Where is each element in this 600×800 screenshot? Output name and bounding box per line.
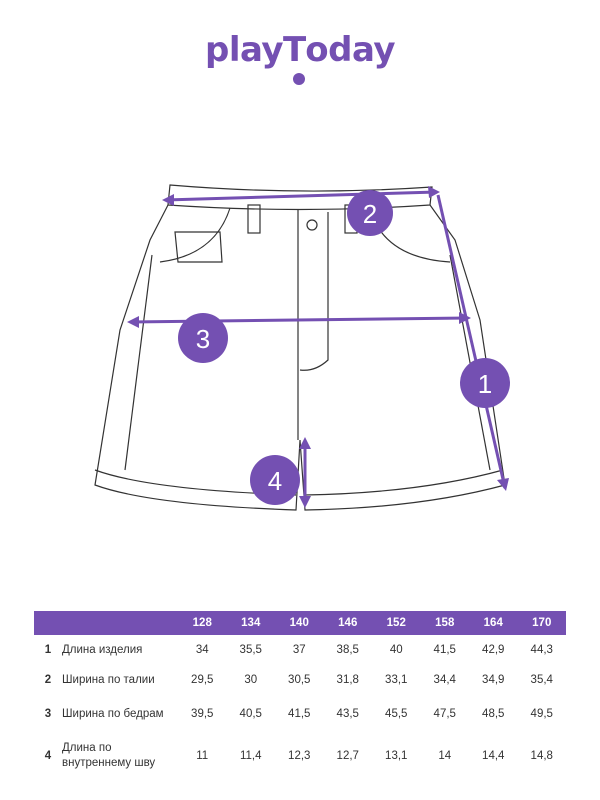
marker-label: 4 (268, 466, 282, 496)
measurement-label: Длина по внутреннему шву (62, 742, 156, 769)
row-number: 1 (44, 644, 52, 656)
measurement-value: 47,5 (433, 708, 456, 720)
measurement-value: 40,5 (239, 708, 262, 720)
table-row: 3 Ширина по бедрам 39,5 40,5 41,5 43,5 45,5 47,… (34, 695, 566, 733)
measurement-value: 48,5 (482, 708, 505, 720)
measurement-value: 34 (195, 644, 209, 656)
measurement-value: 41,5 (433, 644, 456, 656)
measurement-value: 33,1 (385, 674, 408, 686)
size-header: 164 (469, 611, 518, 635)
measurement-value: 14,8 (530, 750, 553, 762)
marker-label: 2 (363, 199, 377, 229)
shorts-outline (94, 184, 506, 511)
marker-2: 2 (347, 190, 393, 236)
measurement-value: 34,4 (433, 674, 456, 686)
measurement-value: 38,5 (336, 644, 359, 656)
marker-3: 3 (178, 313, 228, 363)
measurement-value: 35,5 (239, 644, 262, 656)
measurement-value: 45,5 (385, 708, 408, 720)
size-header: 134 (226, 611, 275, 635)
measurement-value: 12,7 (336, 750, 359, 762)
size-table: 128 134 140 146 152 158 164 170 1 Длина и… (34, 611, 566, 779)
measurement-value: 37 (292, 644, 306, 656)
measurement-value: 14,4 (482, 750, 505, 762)
brand-logo: playToday (204, 30, 396, 70)
table-row: 4 Длина по внутреннему шву 11 11,4 12,3 12,7 1… (34, 733, 566, 779)
row-number: 3 (44, 708, 52, 720)
measurement-value: 11 (196, 750, 209, 762)
measurement-value: 43,5 (336, 708, 359, 720)
measurement-label: Длина изделия (62, 643, 143, 656)
marker-4: 4 (250, 455, 300, 505)
measurement-value: 29,5 (191, 674, 214, 686)
measurement-value: 39,5 (191, 708, 214, 720)
marker-1: 1 (460, 358, 510, 408)
size-header: 140 (275, 611, 324, 635)
logo-dot (293, 73, 305, 85)
measurement-value: 40 (389, 644, 403, 656)
marker-label: 3 (196, 324, 210, 354)
marker-label: 1 (478, 369, 492, 399)
measurement-value: 41,5 (288, 708, 311, 720)
measurement-value: 44,3 (530, 644, 553, 656)
measurement-value: 49,5 (530, 708, 553, 720)
size-header: 152 (372, 611, 421, 635)
table-row: 1 Длина изделия 34 35,5 37 38,5 40 41,5 42,9 44,3 (34, 635, 566, 665)
size-header-row: 128 134 140 146 152 158 164 170 (34, 611, 566, 635)
measurement-value: 14 (438, 750, 452, 762)
size-header: 128 (178, 611, 227, 635)
measurement-value: 34,9 (482, 674, 505, 686)
measurement-value: 13,1 (385, 750, 408, 762)
measurement-value: 30 (244, 674, 258, 686)
measurement-label: Ширина по талии (62, 673, 155, 686)
shorts-diagram: 2 3 1 4 (94, 184, 510, 511)
size-header: 170 (517, 611, 566, 635)
size-header: 146 (323, 611, 372, 635)
measurement-value: 31,8 (336, 674, 359, 686)
measurement-value: 11,4 (239, 750, 262, 762)
measurement-value: 35,4 (530, 674, 553, 686)
table-row: 2 Ширина по талии 29,5 30 30,5 31,8 33,1 34,4 34… (34, 665, 566, 695)
row-number: 2 (44, 674, 52, 686)
measurement-value: 42,9 (482, 644, 505, 656)
size-header: 158 (420, 611, 469, 635)
measurement-label: Ширина по бедрам (62, 707, 164, 720)
measurement-value: 12,3 (288, 750, 311, 762)
row-number: 4 (44, 750, 52, 762)
measurement-value: 30,5 (288, 674, 311, 686)
